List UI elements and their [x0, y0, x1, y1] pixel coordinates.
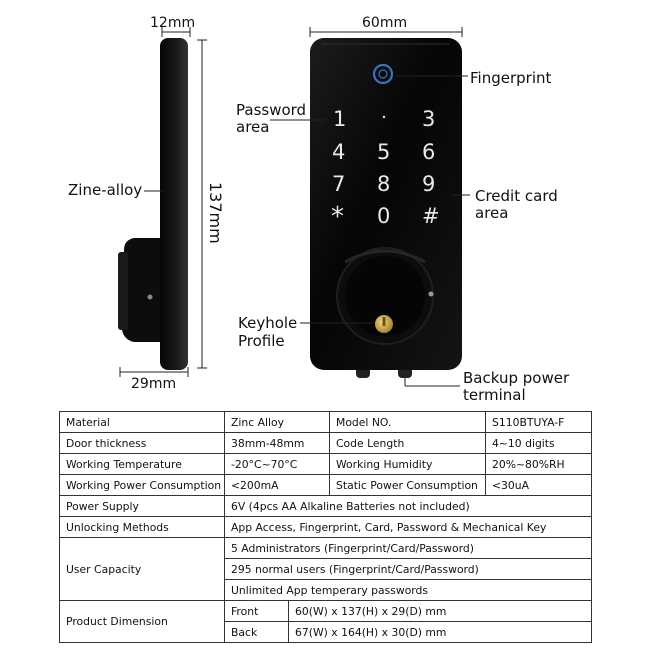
spec-value: 295 normal users (Fingerprint/Card/Passw… — [223, 558, 593, 580]
key-5: 5 — [377, 140, 390, 164]
spec-label: Power Supply — [59, 495, 225, 517]
table-row: Product Dimension Front 60(W) x 137(H) x… — [59, 600, 593, 643]
key-0: 0 — [377, 204, 390, 228]
spec-value: <200mA — [224, 474, 330, 496]
key-9: 9 — [422, 172, 435, 196]
front-view: 60mm 1 3 4 5 6 7 8 9 * 0 # — [236, 15, 570, 400]
spec-sublabel: Back — [224, 621, 289, 643]
table-row: Working Temperature -20°C~70°C Working H… — [59, 453, 593, 475]
spec-value: Unlimited App temperary passwords — [223, 579, 593, 601]
table-row: Working Power Consumption <200mA Static … — [59, 474, 593, 496]
backup-callout-line1: Backup power — [463, 369, 570, 387]
table-row: User Capacity 5 Administrators (Fingerpr… — [59, 537, 593, 601]
spec-table: Material Zinc Alloy Model NO. S110BTUYA-… — [59, 411, 593, 643]
keypad: 1 3 4 5 6 7 8 9 * 0 # — [331, 107, 440, 232]
side-cylinder — [122, 238, 160, 342]
key-6: 6 — [422, 140, 435, 164]
table-row: Material Zinc Alloy Model NO. S110BTUYA-… — [59, 411, 593, 433]
table-row: Back 67(W) x 164(H) x 30(D) mm — [60, 621, 593, 643]
keyhole-callout-line2: Profile — [238, 332, 285, 350]
front-width-label: 60mm — [362, 15, 407, 31]
spec-label: Static Power Consumption — [328, 474, 487, 496]
spec-value: 38mm-48mm — [224, 432, 330, 454]
card-callout-line2: area — [475, 204, 508, 222]
spec-value: Zinc Alloy — [224, 411, 330, 433]
fingerprint-callout: Fingerprint — [470, 69, 551, 87]
spec-value: 6V (4pcs AA Alkaline Batteries not inclu… — [223, 495, 593, 517]
spec-label: Model NO. — [328, 411, 487, 433]
key-1: 1 — [333, 107, 346, 131]
spec-label: Working Humidity — [328, 453, 487, 475]
lock-diagram: 12mm 137mm 29mm Zine-alloy 60mm — [68, 15, 570, 400]
side-panel — [160, 38, 188, 370]
spec-value: -20°C~70°C — [224, 453, 330, 475]
password-callout-line1: Password — [236, 101, 306, 119]
spec-label: Material — [59, 411, 225, 433]
key-hash: # — [422, 204, 440, 228]
card-callout-line1: Credit card — [475, 187, 558, 205]
spec-label: Door thickness — [59, 432, 225, 454]
side-depth-label: 12mm — [150, 15, 195, 31]
spec-value: 67(W) x 164(H) x 30(D) mm — [287, 621, 593, 643]
spec-value: <30uA — [485, 474, 593, 496]
spec-label: Working Power Consumption — [59, 474, 225, 496]
key-3: 3 — [422, 107, 435, 131]
spec-value: 4~10 digits — [485, 432, 593, 454]
key-star: * — [331, 202, 344, 232]
spec-label: Product Dimension — [59, 600, 225, 643]
spec-value: 20%~80%RH — [485, 453, 593, 475]
backup-callout-line2: terminal — [463, 386, 526, 400]
base-depth-label: 29mm — [131, 376, 176, 392]
spec-value: S110BTUYA-F — [485, 411, 593, 433]
side-view: 12mm 137mm 29mm Zine-alloy — [68, 15, 225, 392]
key-8: 8 — [377, 172, 390, 196]
key-7: 7 — [332, 172, 345, 196]
fingerprint-sensor-icon — [372, 63, 394, 85]
table-row: Power Supply 6V (4pcs AA Alkaline Batter… — [59, 495, 593, 517]
height-label: 137mm — [206, 182, 225, 244]
table-row: Unlocking Methods App Access, Fingerprin… — [59, 516, 593, 538]
spec-label: User Capacity — [59, 537, 225, 601]
spec-value: 60(W) x 137(H) x 29(D) mm — [287, 600, 593, 622]
spec-label: Code Length — [328, 432, 487, 454]
spec-value: App Access, Fingerprint, Card, Password … — [223, 516, 593, 538]
spec-value: 5 Administrators (Fingerprint/Card/Passw… — [223, 537, 593, 559]
spec-label: Unlocking Methods — [59, 516, 225, 538]
spec-sublabel: Front — [224, 600, 289, 622]
material-callout: Zine-alloy — [68, 181, 142, 199]
spec-label: Working Temperature — [59, 453, 225, 475]
password-callout-line2: area — [236, 118, 269, 136]
key-4: 4 — [332, 140, 345, 164]
table-row: Door thickness 38mm-48mm Code Length 4~1… — [59, 432, 593, 454]
keyhole-callout-line1: Keyhole — [238, 314, 297, 332]
